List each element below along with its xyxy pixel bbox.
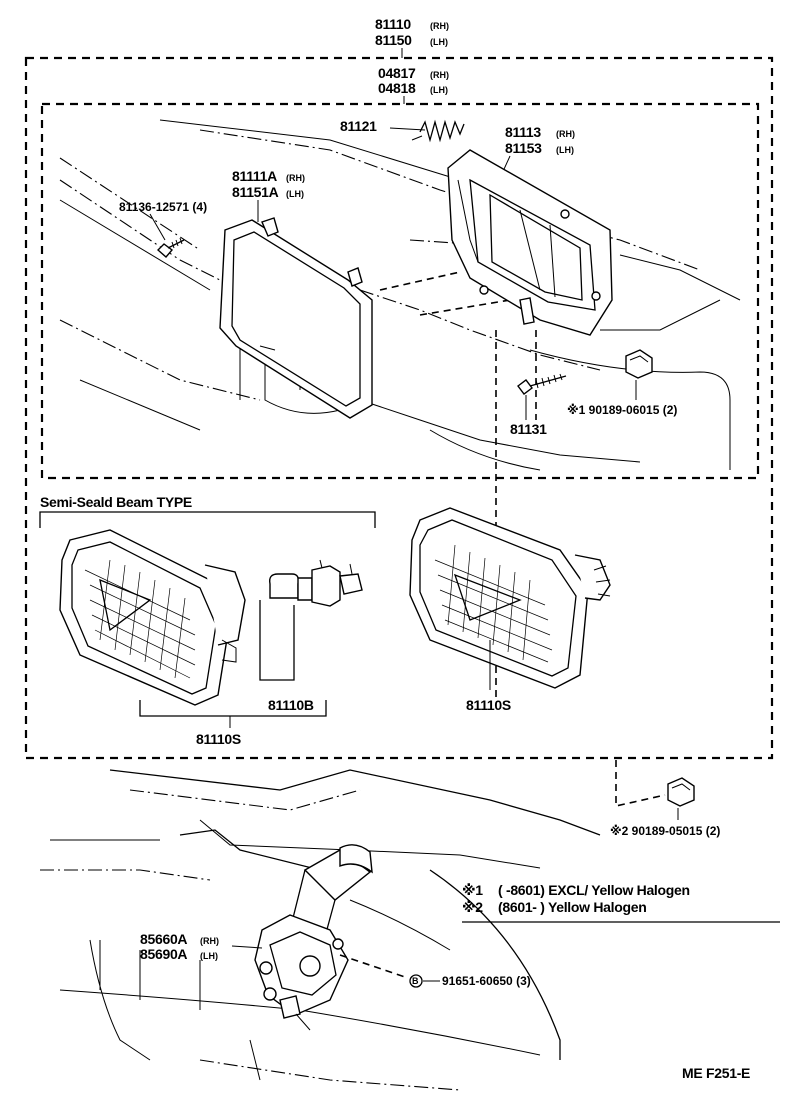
svg-text:85690A: 85690A — [140, 946, 187, 962]
svg-text:81110S: 81110S — [196, 731, 241, 747]
diagram-code: ME F251-E — [682, 1065, 750, 1081]
socket-label-85660A: 85660A (RH) 85690A (LH) — [140, 931, 263, 962]
svg-text:04818: 04818 — [378, 80, 416, 96]
headlamp-door-rim — [219, 217, 373, 419]
svg-text:(LH): (LH) — [556, 145, 574, 155]
svg-text:※1: ※1 — [462, 882, 483, 898]
vehicle-body-outline-upper — [59, 119, 741, 471]
svg-text:81110B: 81110B — [268, 697, 314, 713]
svg-text:(LH): (LH) — [430, 85, 448, 95]
spring-81121: 81121 — [340, 118, 465, 143]
headlamp-socket — [254, 844, 373, 1031]
halogen-bulb — [268, 559, 363, 607]
alignment-line — [615, 760, 666, 807]
svg-text:※2: ※2 — [462, 899, 483, 915]
rim-label-81111A: 81111A (RH) 81151A (LH) — [232, 168, 305, 222]
svg-text:04817: 04817 — [378, 65, 416, 81]
svg-text:(RH): (RH) — [556, 129, 575, 139]
svg-text:(LH): (LH) — [430, 37, 448, 47]
housing-label-81113: 81113 (RH) 81153 (LH) — [499, 124, 575, 179]
svg-text:81151A: 81151A — [232, 184, 279, 200]
svg-text:(RH): (RH) — [430, 21, 449, 31]
svg-text:Semi-Seald Beam TYPE: Semi-Seald Beam TYPE — [40, 494, 192, 510]
svg-text:81111A: 81111A — [232, 168, 277, 184]
clip-2-90189-05015: ※2 90189-05015 (2) — [610, 777, 720, 838]
lens-pattern — [84, 559, 196, 679]
alignment-line — [379, 271, 461, 291]
svg-text:(RH): (RH) — [430, 70, 449, 80]
svg-text:81113: 81113 — [505, 124, 541, 140]
svg-text:(8601- ) Yellow Halogen: (8601- ) Yellow Halogen — [498, 899, 646, 915]
svg-text:※2 90189-05015 (2): ※2 90189-05015 (2) — [610, 824, 720, 838]
applicability-notes: ※1 ( -8601) EXCL/ Yellow Halogen ※2 (860… — [462, 882, 780, 923]
svg-text:(RH): (RH) — [200, 936, 219, 946]
assembly-outer-boundary — [24, 56, 774, 760]
alignment-line — [419, 299, 511, 316]
svg-text:81110: 81110 — [375, 16, 411, 32]
screw-81136: 81136-12571 (4) — [119, 200, 207, 258]
assembly-label-81110: 81110 (RH) 81150 (LH) — [375, 16, 449, 48]
adjust-screw-81131: 81131 — [510, 373, 567, 437]
svg-text:81153: 81153 — [505, 140, 542, 156]
svg-text:91651-60650 (3): 91651-60650 (3) — [442, 974, 531, 988]
svg-text:81121: 81121 — [340, 118, 377, 134]
svg-text:81131: 81131 — [510, 421, 547, 437]
svg-text:※1 90189-06015 (2): ※1 90189-06015 (2) — [567, 403, 677, 417]
semi-sealed-unit-label-81110S: 81110S — [139, 700, 327, 747]
svg-text:B: B — [412, 976, 419, 986]
svg-text:81136-12571 (4): 81136-12571 (4) — [119, 200, 207, 214]
unit-inner-boundary — [40, 102, 760, 480]
svg-text:81150: 81150 — [375, 32, 412, 48]
clip-1-90189-06015: ※1 90189-06015 (2) — [567, 349, 677, 417]
unit-label-04817: 04817 (RH) 04818 (LH) — [378, 65, 449, 96]
svg-text:81110S: 81110S — [466, 697, 511, 713]
svg-text:( -8601) EXCL/ Yellow Ha: ( -8601) EXCL/ Yellow Halogen — [498, 882, 690, 898]
bulb-label-81110B: 81110B — [259, 600, 314, 713]
nut-91651-60650: B 91651-60650 (3) — [339, 954, 531, 988]
headlamp-housing — [447, 149, 613, 336]
svg-text:(LH): (LH) — [200, 951, 218, 961]
semi-sealed-lamp-unit — [59, 529, 246, 706]
svg-text:(LH): (LH) — [286, 189, 304, 199]
sealed-beam-unit: 81110S — [409, 507, 611, 713]
svg-text:85660A: 85660A — [140, 931, 187, 947]
semi-sealed-section: Semi-Seald Beam TYPE — [39, 494, 376, 528]
svg-text:(RH): (RH) — [286, 173, 305, 183]
